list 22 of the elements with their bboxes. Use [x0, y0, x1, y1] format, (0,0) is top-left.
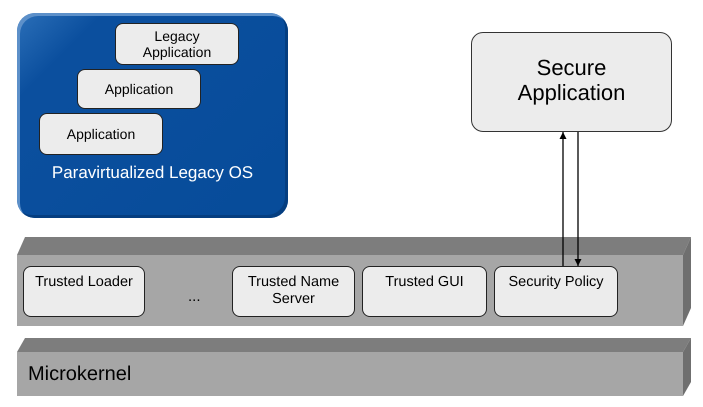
- application-window: [115, 23, 239, 65]
- application-label: Legacy Application: [142, 28, 212, 60]
- application-label: Application: [66, 126, 136, 142]
- component-label: Trusted Name Server: [246, 274, 340, 308]
- component-box: [23, 266, 145, 317]
- application-box: [471, 32, 672, 132]
- arrow: [560, 132, 566, 266]
- component-label: Trusted Loader: [34, 274, 134, 291]
- component-box: [362, 266, 487, 317]
- component-label: Security Policy: [507, 274, 605, 291]
- application-window: [77, 69, 201, 109]
- component-label: Trusted GUI: [384, 274, 465, 291]
- application-label: Secure Application: [516, 55, 626, 106]
- os-label: Paravirtualized Legacy OS: [50, 163, 254, 183]
- layer-label: Microkernel: [28, 363, 132, 386]
- component-box: [232, 266, 355, 317]
- component-box: [494, 266, 618, 317]
- application-label: Application: [104, 80, 174, 98]
- os-container: [17, 13, 288, 218]
- ellipsis-label: ...: [188, 288, 201, 305]
- application-window: [39, 113, 163, 155]
- arrow: [574, 132, 582, 266]
